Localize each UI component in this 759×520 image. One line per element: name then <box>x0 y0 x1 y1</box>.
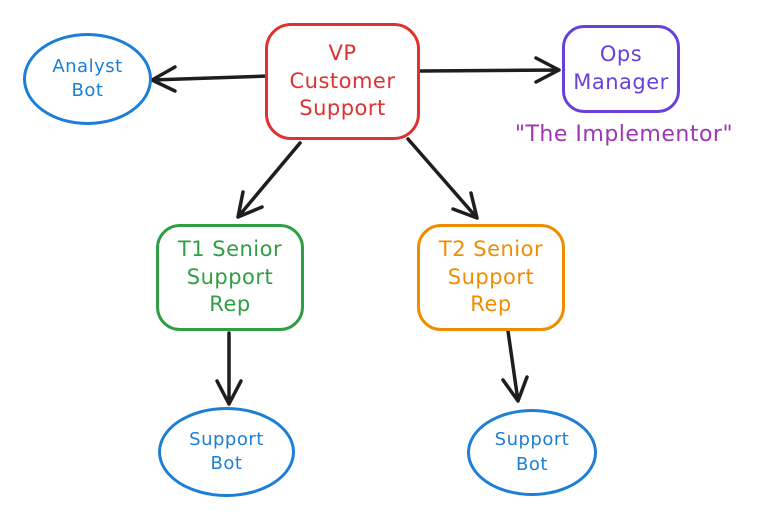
arrow-t1-to-support-bot <box>215 331 243 406</box>
node-support-bot-left: Support Bot <box>158 407 295 497</box>
node-t2-senior-support-rep: T2 Senior Support Rep <box>417 224 565 331</box>
node-t2-senior-support-rep-label: T2 Senior Support Rep <box>438 236 544 317</box>
node-vp-customer-support: VP Customer Support <box>265 23 420 140</box>
node-support-bot-right: Support Bot <box>467 409 597 496</box>
node-t1-senior-support-rep: T1 Senior Support Rep <box>156 224 304 331</box>
arrow-vp-to-t1-senior-support-rep <box>236 141 302 219</box>
arrow-t2-to-support-bot <box>501 329 529 403</box>
node-analyst-bot-label: Analyst Bot <box>52 55 123 101</box>
arrow-vp-to-ops-manager <box>419 56 561 84</box>
node-t1-senior-support-rep-label: T1 Senior Support Rep <box>177 236 283 317</box>
node-support-bot-right-label: Support Bot <box>494 429 570 475</box>
node-ops-manager: Ops Manager <box>562 25 680 113</box>
ops-manager-caption: "The Implementor" <box>514 122 734 147</box>
node-ops-manager-label: Ops Manager <box>573 42 669 94</box>
arrow-vp-to-analyst-bot <box>150 65 270 93</box>
node-analyst-bot: Analyst Bot <box>23 33 152 125</box>
arrow-vp-to-t2-senior-support-rep <box>406 137 479 220</box>
node-vp-customer-support-label: VP Customer Support <box>289 40 396 121</box>
node-support-bot-left-label: Support Bot <box>189 428 264 474</box>
